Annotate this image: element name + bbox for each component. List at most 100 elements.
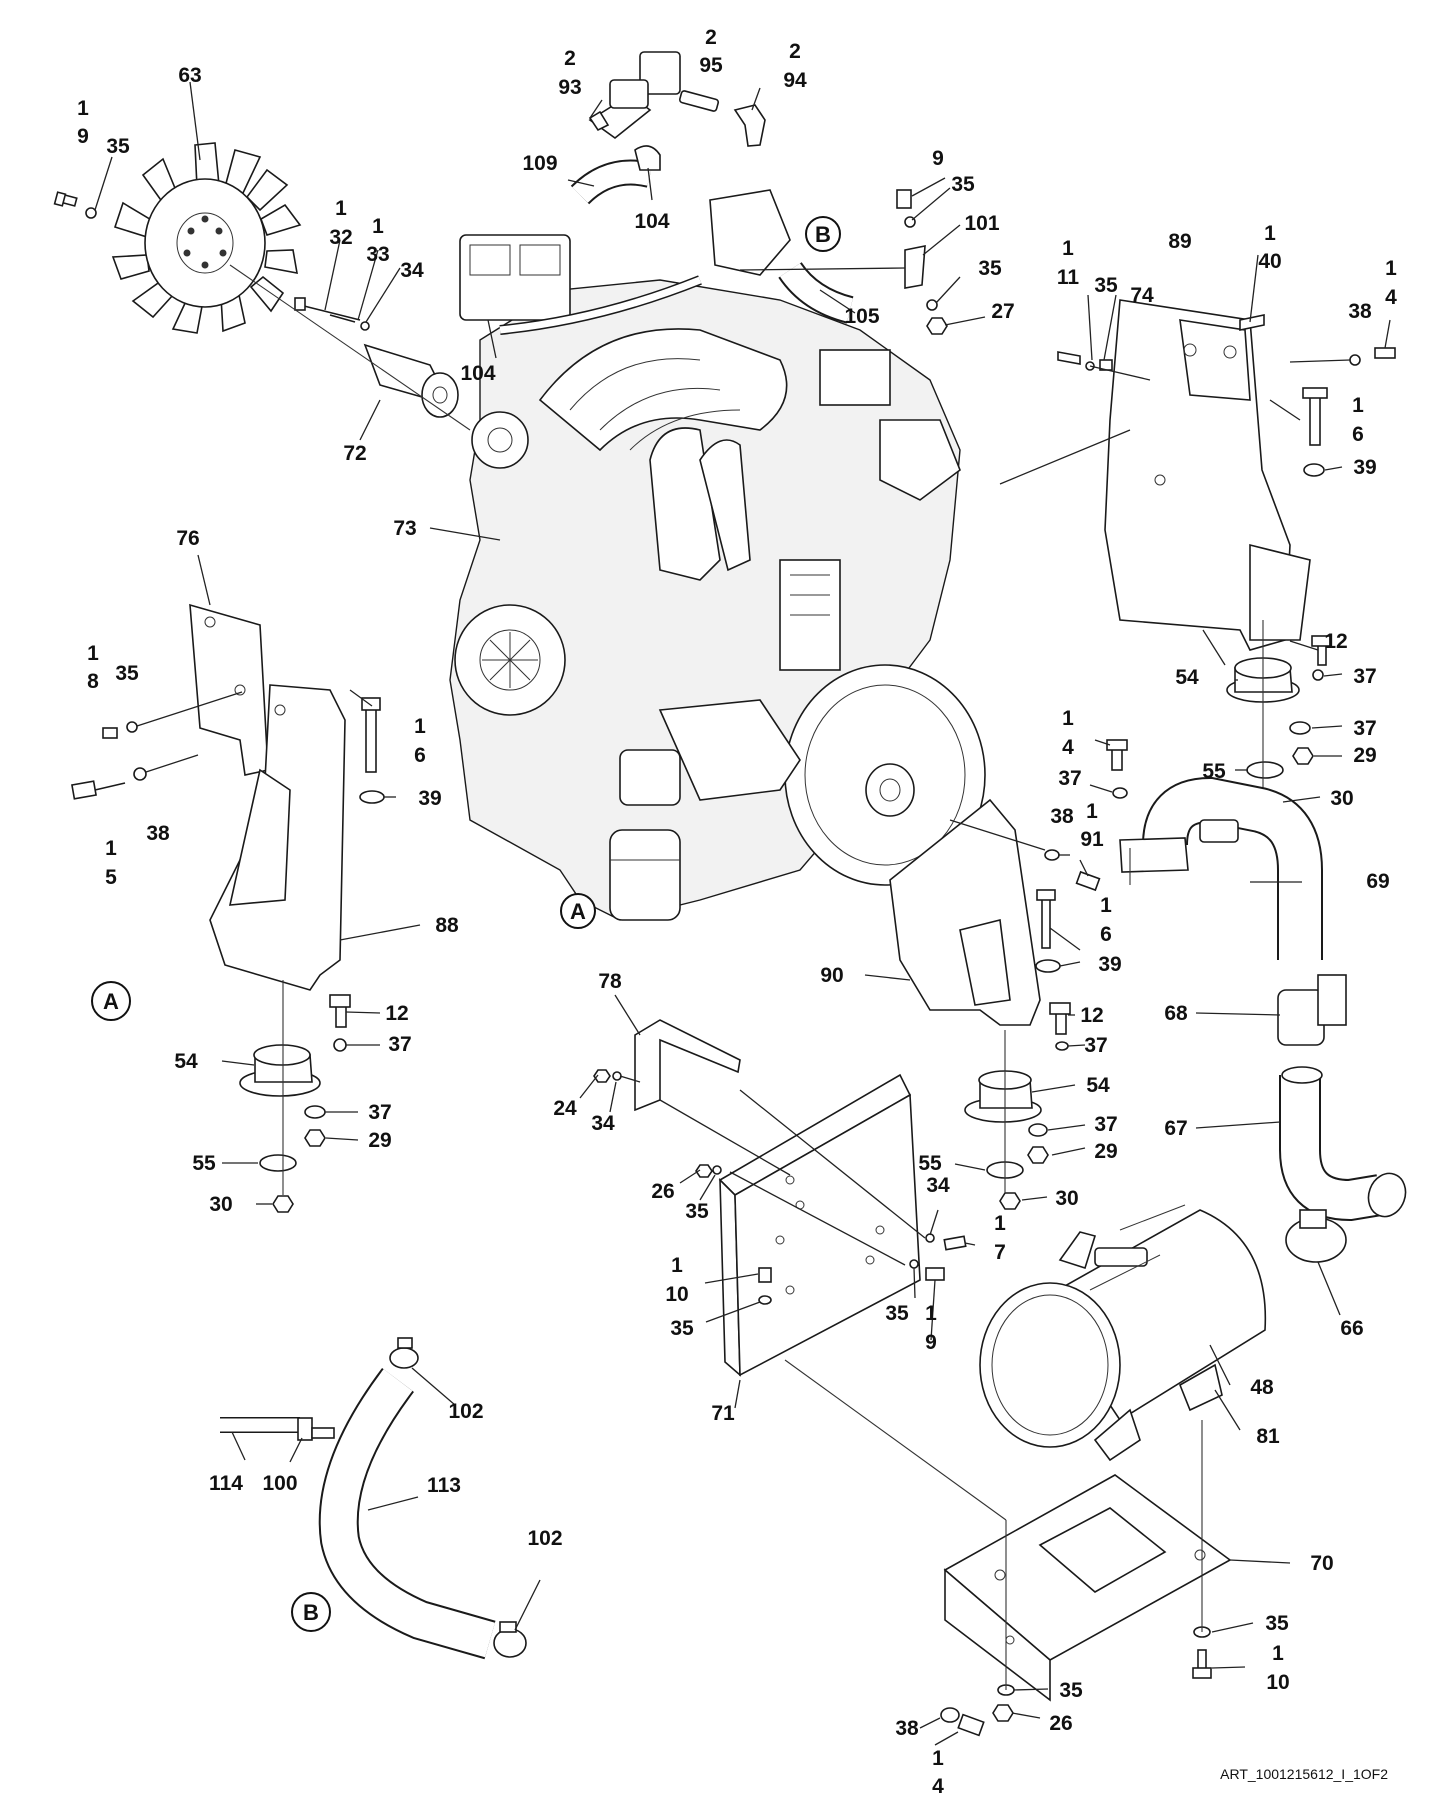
label-spacer-screw-2: 33 (366, 243, 389, 266)
label-washer-55-mid: 55 (918, 1152, 942, 1175)
label-pipe-69: 69 (1366, 870, 1389, 893)
label-washer-38-top: 38 (1348, 300, 1372, 323)
bracket-101-parts (739, 189, 948, 335)
label-hose-113: 113 (427, 1474, 461, 1497)
label-bolt-1-4-top-2: 4 (1385, 286, 1397, 309)
bracket-88 (209, 684, 346, 991)
label-washer-38-mid: 38 (1050, 805, 1074, 828)
label-fitting-100: 100 (262, 1472, 297, 1495)
label-plate-89: 89 (1168, 230, 1191, 253)
label-screw-9: 9 (932, 147, 944, 170)
label-pipe-67: 67 (1164, 1117, 1187, 1140)
label-bolt-1-4-bottom-1: 1 (932, 1747, 944, 1770)
label-fitting-95-1: 2 (705, 26, 717, 49)
label-washer-38-left: 38 (146, 822, 170, 845)
label-clamp-66: 66 (1340, 1317, 1363, 1340)
label-bolt-1-6-right-1: 1 (1352, 394, 1364, 417)
label-bolt-1-10-b-2: 10 (1266, 1671, 1289, 1694)
label-fitting-94-1: 2 (789, 40, 801, 63)
label-fan-screw-1: 1 (77, 97, 89, 120)
label-bolt-1-11-1: 1 (1062, 237, 1074, 260)
label-mount-54-right: 54 (1175, 666, 1199, 689)
clamp-102-top (389, 1337, 419, 1369)
part-labels: 63 1 9 35 1 32 1 33 34 72 73 2 93 2 95 2… (77, 26, 1397, 1798)
label-fitting-94-2: 94 (783, 69, 807, 92)
label-nut-29-mid: 29 (1094, 1140, 1117, 1163)
label-fitting-95-2: 95 (699, 54, 723, 77)
label-bolt-1-7-2: 7 (994, 1241, 1006, 1264)
label-nut-27: 27 (991, 300, 1014, 323)
label-bolt-1-8-1: 1 (87, 642, 99, 665)
mounting-plate-89 (1104, 299, 1311, 651)
muffler-strap-81 (1093, 1363, 1223, 1462)
hose-105 (778, 261, 854, 324)
bracket-78 (634, 1019, 741, 1112)
label-washer-39-left: 39 (418, 787, 441, 810)
label-bolt-1-6-mid-2: 6 (1100, 923, 1112, 946)
label-clamp-102-bottom: 102 (527, 1527, 562, 1550)
label-bracket-78: 78 (598, 970, 622, 993)
clamp-104-top (634, 145, 661, 171)
label-bolt-1-5-1: 1 (105, 837, 117, 860)
label-bolt-1-9-b-1: 1 (925, 1302, 937, 1325)
label-bolt-1-10-a-2: 10 (665, 1283, 688, 1306)
label-bolt-1-4-mid-2: 4 (1062, 736, 1074, 759)
label-bolt-12-mid: 12 (1080, 1004, 1103, 1027)
label-fitting-93-1: 2 (564, 47, 576, 70)
bracket-71 (718, 1073, 921, 1377)
label-washer-39-right: 39 (1353, 456, 1376, 479)
label-washer-35-left: 35 (115, 662, 139, 685)
callout-b-engine: B (805, 216, 841, 252)
label-bolt-1-40-1: 1 (1264, 222, 1276, 245)
svg-text:B: B (815, 222, 831, 247)
label-washer-37-left-b: 37 (368, 1101, 391, 1124)
exhaust-pipe-67 (1279, 1066, 1407, 1222)
label-bolt-1-5-2: 5 (105, 866, 117, 889)
label-fitting-93-2: 93 (558, 76, 581, 99)
label-washer-34-b: 34 (926, 1174, 950, 1197)
label-washer-34-a: 34 (591, 1112, 615, 1135)
label-fan-screw-2: 9 (77, 125, 89, 148)
label-bracket-101: 101 (964, 212, 999, 235)
leader-lines (94, 81, 1391, 1746)
label-engine: 73 (393, 517, 416, 540)
label-bolt-1-7-1: 1 (994, 1212, 1006, 1235)
label-plate-70: 70 (1310, 1552, 1333, 1575)
label-washer-37-left-a: 37 (388, 1033, 411, 1056)
label-hose-105: 105 (844, 305, 879, 328)
fan-spacer-bolts (294, 297, 370, 331)
label-spacer-bolt-1: 1 (335, 197, 347, 220)
fan-washer (85, 207, 97, 219)
label-washer-55-right: 55 (1202, 760, 1226, 783)
label-bolt-1-9-b-2: 9 (925, 1331, 937, 1354)
label-nut-30-right: 30 (1330, 787, 1353, 810)
label-fan-washer: 35 (106, 135, 130, 158)
muffler-48 (979, 1204, 1267, 1448)
label-nut-24: 24 (553, 1097, 577, 1120)
label-washer-37-right-b: 37 (1353, 717, 1376, 740)
label-bolt-12-right: 12 (1324, 630, 1347, 653)
label-bolt-1-11-2: 11 (1057, 266, 1080, 289)
label-spacer: 72 (343, 442, 366, 465)
svg-text:A: A (103, 989, 119, 1014)
label-washer-35-c: 35 (978, 257, 1002, 280)
label-washer-35-f: 35 (670, 1317, 694, 1340)
label-washer-55-left: 55 (192, 1152, 216, 1175)
label-spacer-washer: 34 (400, 259, 424, 282)
fan-blade-assembly (111, 142, 302, 334)
bracket-90-hardware (949, 739, 1128, 973)
label-mount-54-left: 54 (174, 1050, 198, 1073)
mounting-plate-70 (943, 1474, 1232, 1702)
label-nut-30-left: 30 (209, 1193, 232, 1216)
label-bracket-71: 71 (711, 1402, 735, 1425)
label-nut-26-a: 26 (651, 1180, 674, 1203)
plate-76-hardware (71, 691, 385, 804)
label-washer-35-i: 35 (1059, 1679, 1083, 1702)
label-plate-76: 76 (176, 527, 199, 550)
label-hose-109: 109 (522, 152, 557, 175)
label-clamp-104-top: 104 (634, 210, 669, 233)
fitting-93 (588, 51, 681, 140)
label-washer-38-bottom: 38 (895, 1717, 919, 1740)
label-clamp-104-left: 104 (460, 362, 495, 385)
label-nut-30-mid: 30 (1055, 1187, 1078, 1210)
